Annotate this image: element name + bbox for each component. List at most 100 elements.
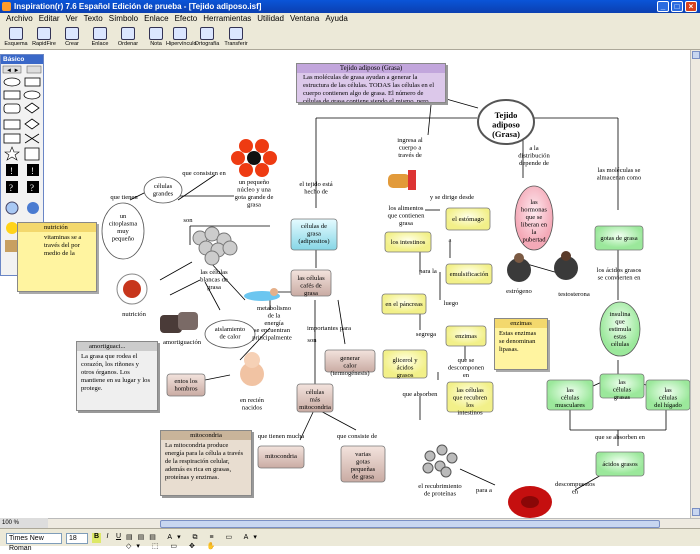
zoom-level[interactable]: 100 % <box>0 518 48 528</box>
menu-bar: Archivo Editar Ver Texto Símbolo Enlace Efecto… <box>0 13 700 25</box>
format-tools[interactable]: ▤▤▤ A▾ ⧉ ≡ ▭ A▾ ◇▾ ⬚ ▭ ✥ ✋ <box>126 534 262 550</box>
menu-item-5[interactable]: Enlace <box>144 14 169 23</box>
toolbar-5-label: Nota <box>150 41 162 47</box>
label-estomago: el estómago <box>452 216 484 223</box>
size-select[interactable]: 18 <box>66 533 88 544</box>
label-absorben-en: que se absorben en <box>595 434 646 441</box>
toolbar-7-button[interactable]: Ortografía <box>193 26 221 49</box>
link-line <box>337 299 346 345</box>
nucleus-petal-icon <box>255 139 269 153</box>
node-muchas-shape <box>296 383 334 413</box>
menu-item-7[interactable]: Herramientas <box>203 14 252 23</box>
link-line <box>204 374 231 381</box>
nucleus-petal-icon <box>263 151 277 165</box>
pillow-icon <box>160 315 182 333</box>
label-son: son <box>183 217 193 224</box>
menu-item-1[interactable]: Editar <box>38 14 60 23</box>
burger-icon <box>388 174 410 188</box>
format-bar: Times New Roman 18 B I U ▤▤▤ A▾ ⧉ ≡ ▭ A▾… <box>0 528 700 552</box>
label-tienen-mucha: que tienen mucha <box>258 433 305 440</box>
note-mitocondria-title: mitocondria <box>161 431 251 440</box>
note-mitocondria[interactable]: mitocondria La mitocondria produce energ… <box>160 430 252 496</box>
menu-item-8[interactable]: Utilidad <box>257 14 284 23</box>
toolbar-6-button[interactable]: Hipervínculo <box>166 26 197 49</box>
food-icon <box>123 280 141 298</box>
vertical-scrollbar[interactable] <box>690 50 700 518</box>
molecule-icon <box>446 452 458 464</box>
menu-item-6[interactable]: Efecto <box>174 14 198 23</box>
label-amortiguacion: amortiguación <box>163 339 202 346</box>
italic-button[interactable]: I <box>106 533 109 540</box>
menu-item-9[interactable]: Ventana <box>289 14 320 23</box>
note-nutricion[interactable]: nutrición vitaminas se a través del por … <box>17 222 97 292</box>
node-enzimas-shape <box>445 325 487 347</box>
girl-icon <box>507 258 531 282</box>
toolbar-2-button[interactable]: Crear <box>58 26 86 49</box>
size-select-value: 18 <box>69 535 77 542</box>
nucleus-petal-icon <box>231 151 245 165</box>
toolbar-5-button[interactable]: Nota <box>142 26 170 49</box>
node-hombros-shape <box>166 373 206 397</box>
toolbar-1-icon <box>37 27 51 40</box>
node-intestinos-shape <box>384 231 432 253</box>
close-button[interactable]: × <box>685 1 697 12</box>
baby-head-icon <box>244 352 260 368</box>
toolbar-6-label: Hipervínculo <box>166 41 197 47</box>
girl-head-icon <box>514 253 524 263</box>
nucleus-petal-icon <box>239 139 253 153</box>
note-nutricion-title: nutrición <box>18 223 96 232</box>
toolbar-8-button[interactable]: Transferir <box>222 26 250 49</box>
font-select[interactable]: Times New Roman <box>6 533 62 552</box>
menu-item-2[interactable]: Ver <box>65 14 78 23</box>
maximize-button[interactable]: □ <box>671 1 683 12</box>
link-line <box>299 407 316 441</box>
fat-cell-icon <box>204 226 220 242</box>
toolbar-7-icon <box>200 27 214 40</box>
menu-item-10[interactable]: Ayuda <box>325 14 348 23</box>
node-celulas-cafe-shape <box>290 269 332 297</box>
boy-icon <box>554 256 578 280</box>
menu-item-4[interactable]: Símbolo <box>108 14 139 23</box>
note-enzimas[interactable]: enzimas Estas enzimas se denominan lipas… <box>494 318 548 370</box>
label-dirige: y se dirige desde <box>430 194 474 201</box>
underline-button[interactable]: U <box>115 533 122 540</box>
toolbar-0-button[interactable]: Esquema <box>2 26 30 49</box>
toolbar-3-label: Enlace <box>91 41 109 47</box>
node-calor-shape <box>324 349 376 373</box>
toolbar-3-icon <box>93 27 107 40</box>
note-amortiguacion[interactable]: amortiguaci... La grasa que rodea el cor… <box>76 341 158 411</box>
node-gotas-grasa-shape <box>594 225 644 251</box>
molecule-icon <box>436 444 448 456</box>
node-mitocondria-shape <box>257 445 305 469</box>
menu-item-3[interactable]: Texto <box>83 14 103 23</box>
bold-button[interactable]: B <box>92 533 101 543</box>
node-musculares-shape <box>546 379 594 411</box>
toolbar-8-icon <box>229 27 243 40</box>
toolbar-4-button[interactable]: Ordenar <box>114 26 142 49</box>
note-enzimas-text: Estas enzimas se denominan lipasas. <box>499 330 537 353</box>
toolbar-2-icon <box>65 27 79 40</box>
menu-item-0[interactable]: Archivo <box>6 14 33 23</box>
pillow-icon <box>178 312 198 330</box>
minimize-button[interactable]: _ <box>657 1 669 12</box>
toolbar-3-button[interactable]: Enlace <box>86 26 114 49</box>
palette-title: Básico <box>1 55 43 64</box>
link-line <box>204 281 221 311</box>
toolbar-1-button[interactable]: RapidFire <box>30 26 58 49</box>
label-mitocondria: mitocondria <box>265 453 297 460</box>
horizontal-scrollbar[interactable] <box>0 518 700 528</box>
note-tejido[interactable]: Tejido adiposo (Grasa) Las moléculas de … <box>296 63 446 103</box>
title-bar: Inspiration(r) 7.6 Español Edición de pr… <box>0 0 700 13</box>
